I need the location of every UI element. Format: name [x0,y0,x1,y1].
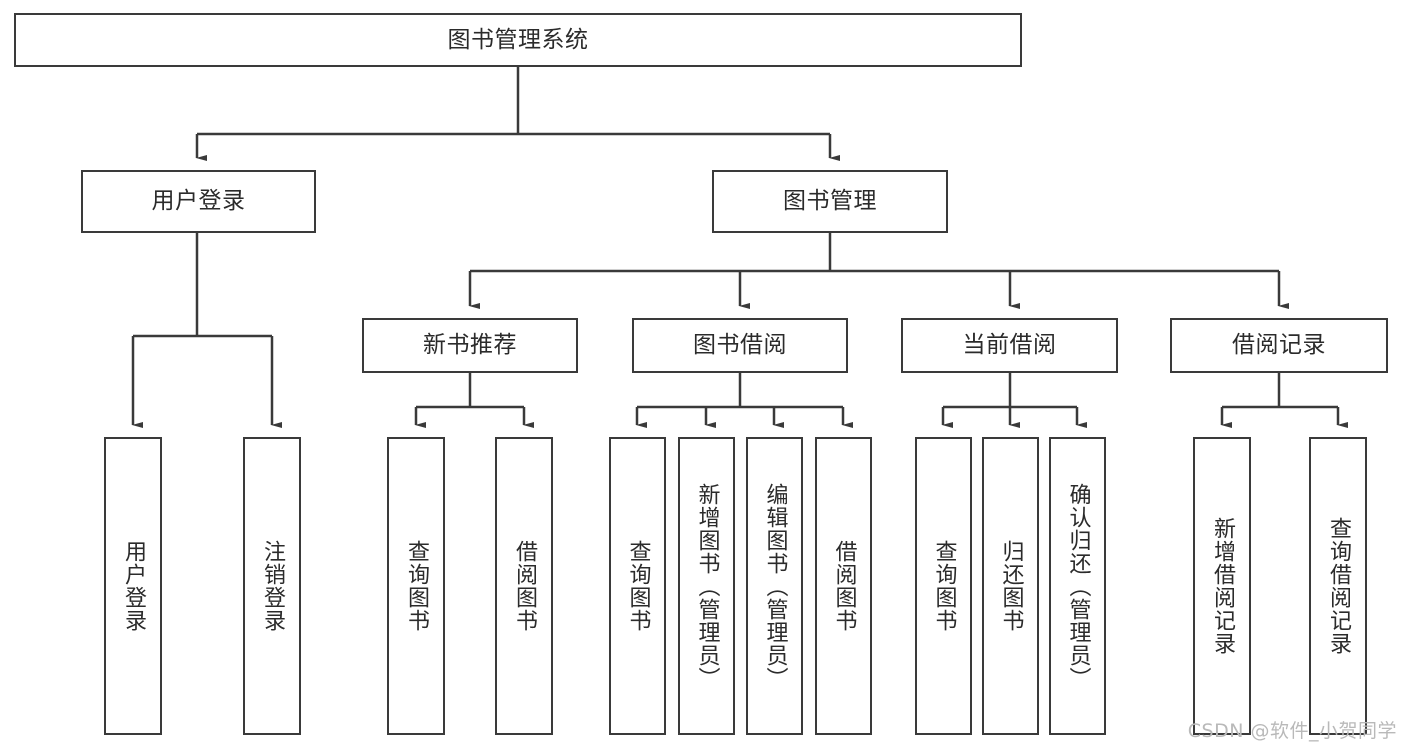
node-label: 图书管理 [783,188,877,214]
node-label: 新增借阅记录 [1209,517,1235,655]
node-label: 查询图书 [403,540,429,632]
leaf-record-query-borrow-record[interactable]: 查询借阅记录 [1309,437,1367,735]
leaf-borrow-query-book[interactable]: 查询图书 [609,437,666,735]
node-label: 新书推荐 [423,332,517,358]
node-label: 查询借阅记录 [1325,517,1351,655]
node-borrow-record[interactable]: 借阅记录 [1170,318,1388,373]
node-label: 借阅图书 [831,540,857,632]
node-label: 归还图书 [998,540,1024,632]
leaf-record-add-borrow-record[interactable]: 新增借阅记录 [1193,437,1251,735]
node-root-system[interactable]: 图书管理系统 [14,13,1022,67]
node-label: 用户登录 [120,540,146,632]
leaf-logout[interactable]: 注销登录 [243,437,301,735]
node-current-borrow[interactable]: 当前借阅 [901,318,1118,373]
node-new-book-recommend[interactable]: 新书推荐 [362,318,578,373]
leaf-recommend-borrow-book[interactable]: 借阅图书 [495,437,553,735]
node-label: 查询图书 [625,540,651,632]
leaf-current-query-book[interactable]: 查询图书 [915,437,972,735]
leaf-borrow-add-book-admin[interactable]: 新增图书（管理员） [678,437,735,735]
leaf-borrow-edit-book-admin[interactable]: 编辑图书（管理员） [746,437,803,735]
node-label: 借阅记录 [1232,332,1326,358]
csdn-watermark: CSDN @软件_小贺同学 [1187,720,1397,742]
node-label: 确认归还（管理员） [1065,482,1091,690]
node-label: 用户登录 [151,188,246,214]
leaf-current-return-book[interactable]: 归还图书 [982,437,1039,735]
leaf-current-confirm-return-admin[interactable]: 确认归还（管理员） [1049,437,1106,735]
leaf-borrow-borrow-book[interactable]: 借阅图书 [815,437,872,735]
node-label: 注销登录 [259,540,285,632]
node-label: 编辑图书（管理员） [762,482,788,690]
node-user-login[interactable]: 用户登录 [81,170,316,233]
node-book-management[interactable]: 图书管理 [712,170,948,233]
node-label: 当前借阅 [962,332,1057,358]
node-label: 借阅图书 [511,540,537,632]
node-label: 图书借阅 [693,332,787,358]
node-label: 查询图书 [931,540,957,632]
leaf-recommend-query-book[interactable]: 查询图书 [387,437,445,735]
node-label: 图书管理系统 [447,26,589,53]
node-label: 新增图书（管理员） [694,482,720,690]
node-book-borrow[interactable]: 图书借阅 [632,318,848,373]
leaf-user-login[interactable]: 用户登录 [104,437,162,735]
